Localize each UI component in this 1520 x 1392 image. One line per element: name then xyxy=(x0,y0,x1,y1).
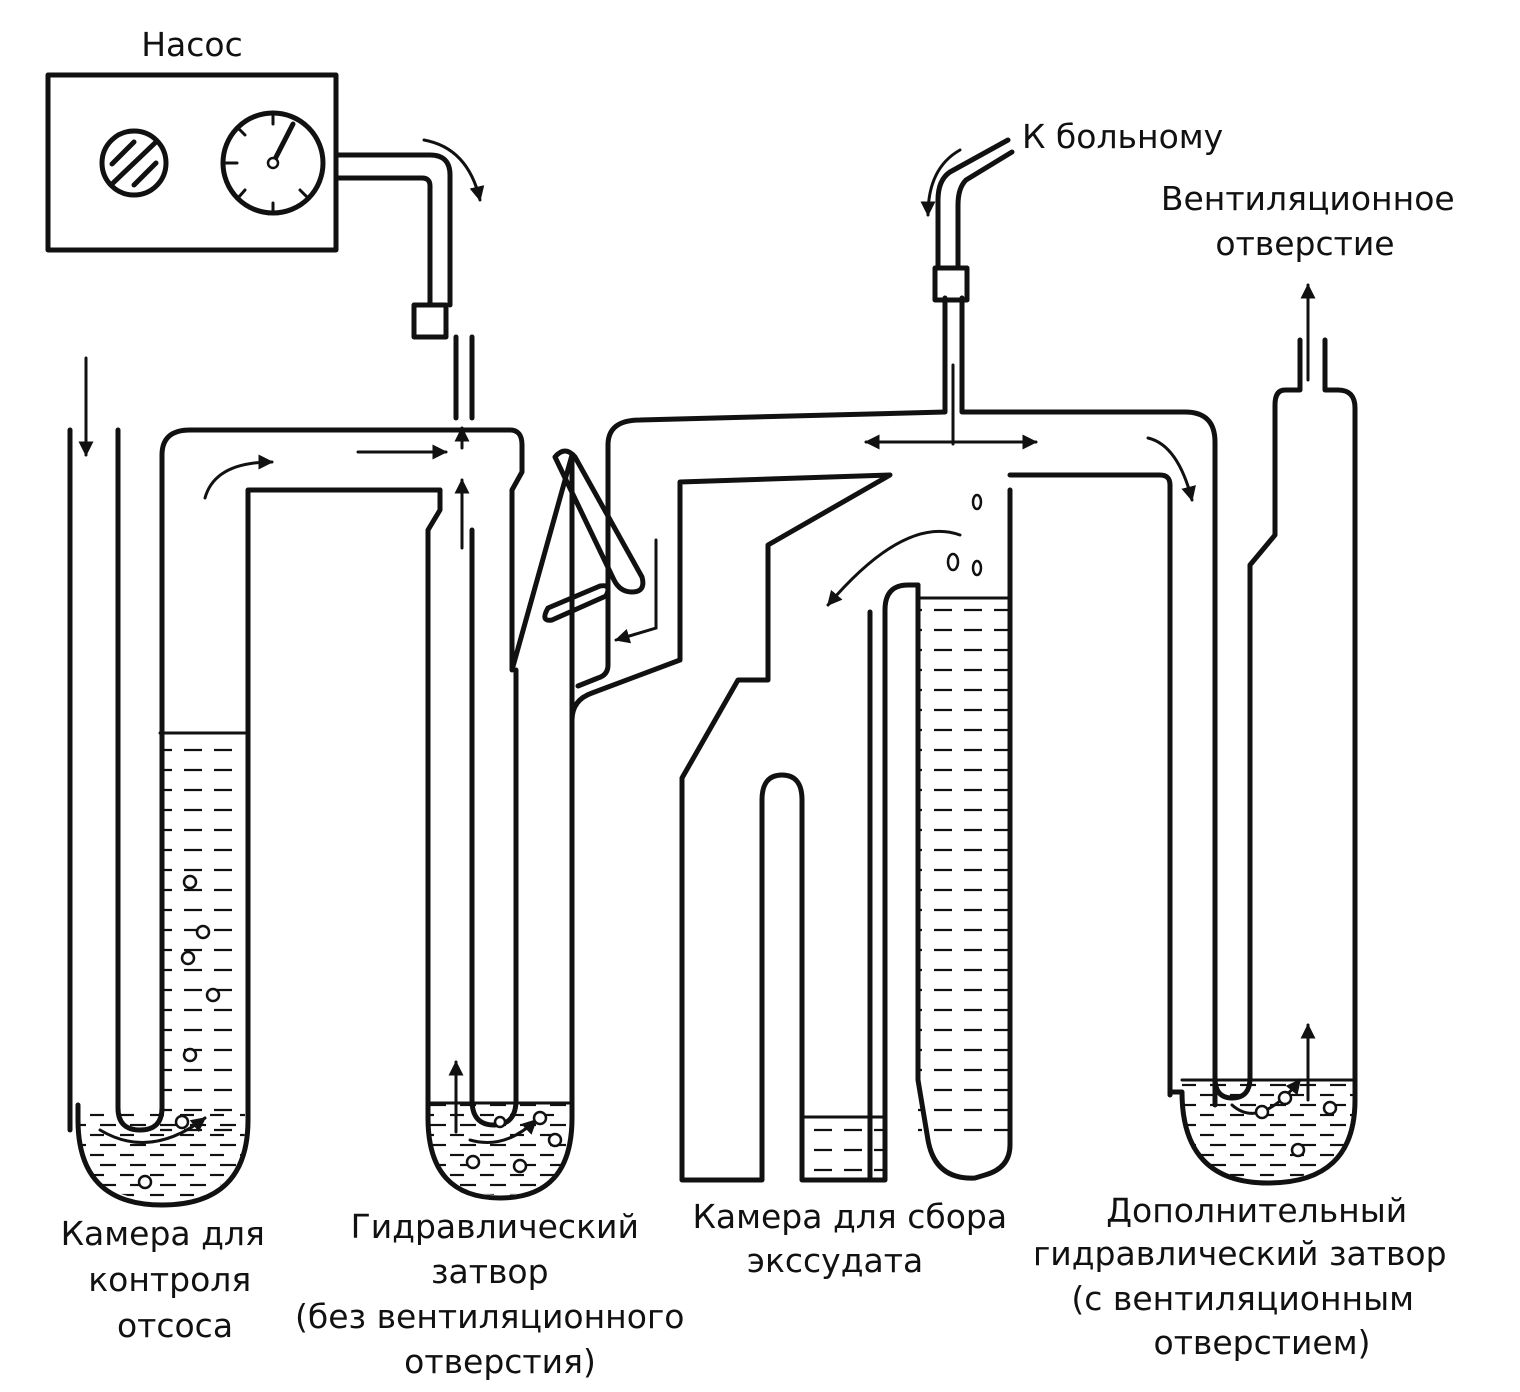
suction-chamber-label: Камера для контроля отсоса xyxy=(61,1214,276,1345)
pump: Насос xyxy=(45,25,339,253)
pump-tube xyxy=(333,138,485,421)
connector-tube xyxy=(542,448,658,644)
extra-seal-liquid xyxy=(1182,1080,1355,1180)
pump-label: Насос xyxy=(141,25,243,64)
pressure-gauge-icon xyxy=(220,110,326,216)
collection-liquid-small xyxy=(803,1117,885,1179)
extra-seal-label: Дополнительный гидравлический затвор (с … xyxy=(1033,1191,1457,1362)
bubbles xyxy=(137,874,221,1190)
drops xyxy=(946,493,983,577)
collection-liquid-right xyxy=(918,598,1010,1138)
bubbles xyxy=(465,1110,563,1174)
suction-bottom-liquid xyxy=(78,1110,245,1200)
bubbles xyxy=(1254,1090,1338,1158)
vent-hole-label: Вентиляционное отверстие xyxy=(1161,179,1465,263)
water-seal-label: Гидравлический затвор (без вентиляционно… xyxy=(295,1207,695,1381)
to-patient-label: К больному xyxy=(1022,117,1223,156)
extra-water-seal xyxy=(1169,283,1358,1186)
water-seal-chamber xyxy=(356,426,575,1201)
collection-chamber-label: Камера для сбора экссудата xyxy=(692,1197,1017,1280)
patient-tube xyxy=(920,137,1015,303)
suction-chamber-outer xyxy=(75,487,443,1208)
suction-control-chamber xyxy=(67,356,463,1208)
collection-chamber xyxy=(569,295,1218,1183)
pump-knob-icon xyxy=(99,128,169,198)
pump-box xyxy=(45,72,339,253)
